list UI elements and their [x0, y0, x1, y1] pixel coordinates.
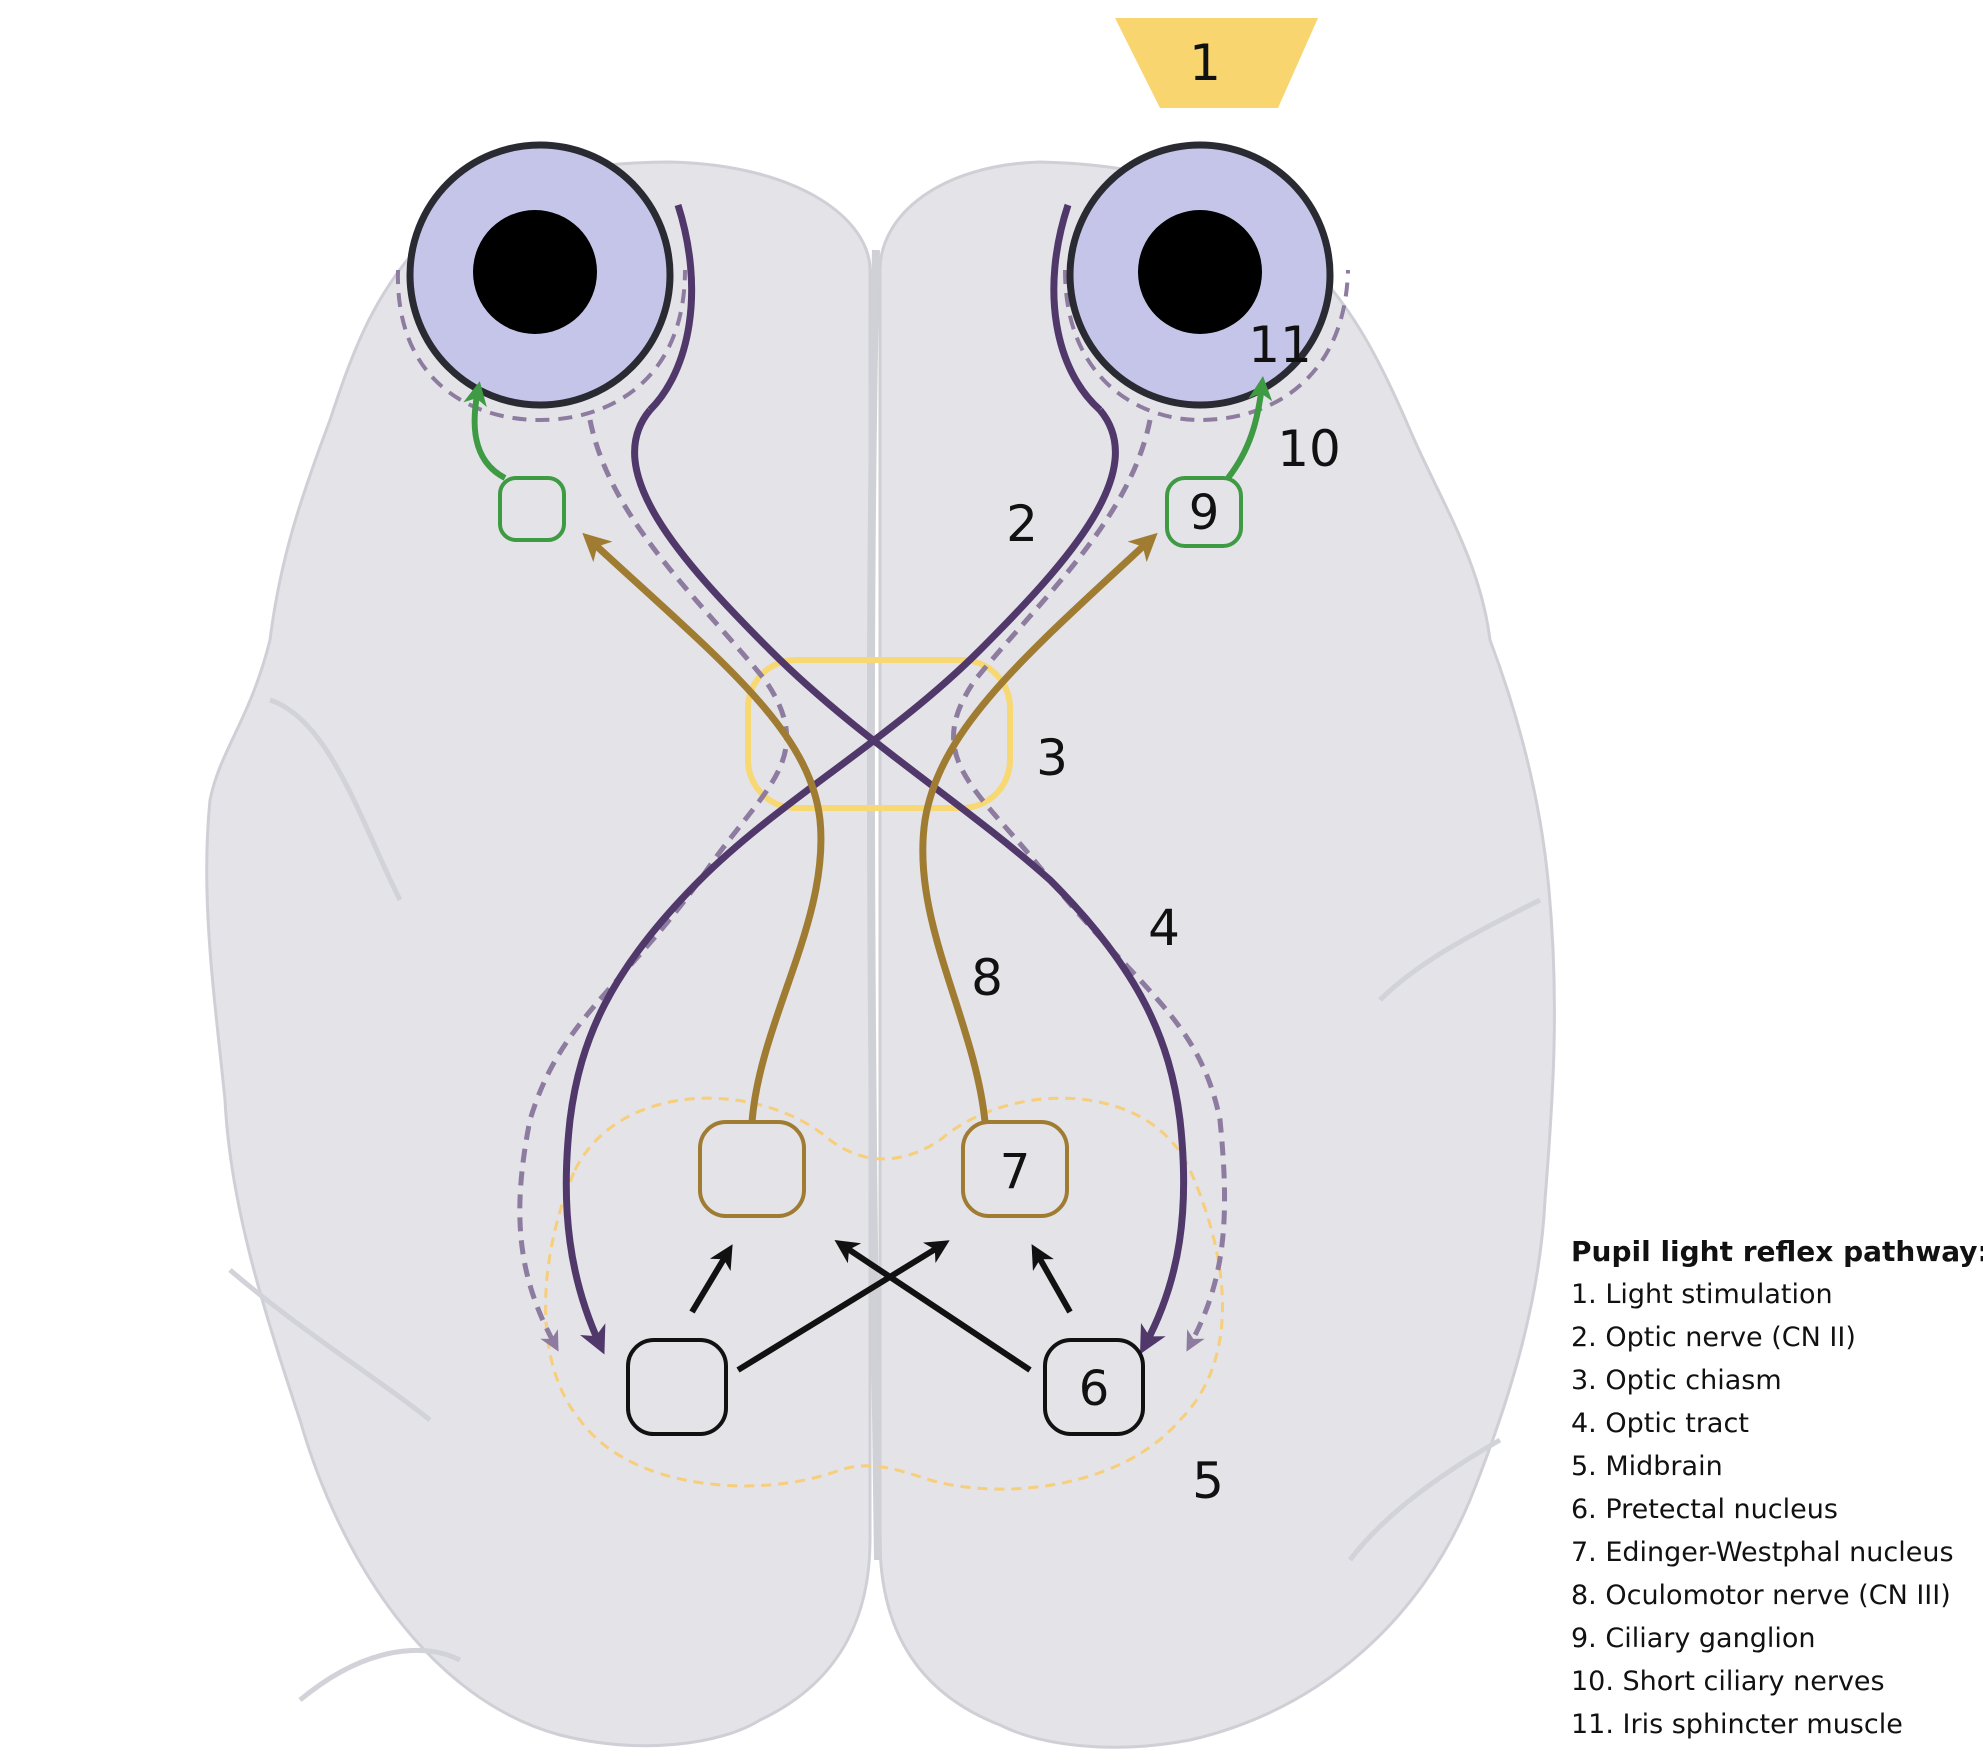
right-pretectal-box — [1043, 1338, 1145, 1436]
legend-item: 4. Optic tract — [1571, 1408, 1749, 1439]
left-eye-dashed-arc — [395, 269, 687, 423]
oculomotor-nerves — [582, 532, 1158, 1123]
legend-item: 10. Short ciliary nerves — [1571, 1666, 1885, 1697]
legend-item: 9. Ciliary ganglion — [1571, 1623, 1816, 1654]
left-pretectal-box — [626, 1338, 728, 1436]
label-oculomotor-nerve: 8 — [971, 949, 1003, 1007]
left-eye-nerve-arc — [647, 203, 696, 413]
right-pretectal-to-left-ew-arrow — [834, 1240, 1032, 1373]
label-iris-sphincter: 11 — [1248, 316, 1312, 374]
label-short-ciliary-nerves: 10 — [1277, 420, 1341, 478]
label-optic-chiasm: 3 — [1036, 729, 1068, 787]
interneuron-arrows — [689, 1240, 1073, 1373]
legend-item: 3. Optic chiasm — [1571, 1365, 1782, 1396]
label-optic-nerve: 2 — [1006, 495, 1038, 553]
left-edinger-westphal-box — [698, 1120, 806, 1218]
light-stimulus-marker: 1 — [1115, 18, 1318, 108]
label-midbrain: 5 — [1192, 1452, 1224, 1510]
right-gyrus-line — [1348, 897, 1542, 1562]
right-eye-nerve-arc — [1050, 203, 1103, 413]
midbrain-outline — [544, 1096, 1224, 1491]
right-pretectal-to-right-ew-arrow — [1031, 1244, 1073, 1314]
left-pretectal-to-right-ew-arrow — [736, 1240, 950, 1373]
brain — [205, 160, 1556, 1749]
label-optic-tract: 4 — [1148, 899, 1180, 957]
label-ciliary-ganglion: 9 — [1189, 485, 1220, 541]
left-oculomotor-nerve — [582, 532, 825, 1123]
right-eye — [1050, 141, 1350, 423]
label-light: 1 — [1189, 34, 1221, 92]
light-trapezoid — [1115, 18, 1318, 108]
left-eye — [395, 141, 696, 423]
optic-chiasm-box — [745, 657, 1013, 811]
right-eye-dashed-arc — [1063, 269, 1350, 423]
right-pupil — [1138, 210, 1262, 334]
left-pupil — [473, 210, 597, 334]
pretectal-nuclei: 6 — [626, 1338, 1145, 1436]
left-gyrus-line — [228, 697, 462, 1702]
legend-title: Pupil light reflex pathway: — [1571, 1235, 1983, 1268]
right-short-ciliary-nerve — [1225, 376, 1273, 480]
right-oculomotor-nerve — [919, 532, 1158, 1123]
legend-list: 1. Light stimulation 2. Optic nerve (CN … — [1571, 1273, 1976, 1746]
left-short-ciliary-nerve — [463, 381, 507, 481]
label-pretectal-nucleus: 6 — [1079, 1361, 1110, 1417]
left-hemisphere — [205, 160, 872, 1748]
label-edinger-westphal: 7 — [1000, 1144, 1031, 1200]
legend-item: 6. Pretectal nucleus — [1571, 1494, 1838, 1525]
edinger-westphal-nuclei: 7 — [698, 1120, 1069, 1218]
left-pretectal-to-left-ew-arrow — [689, 1244, 733, 1314]
left-eye-optic-fiber — [631, 407, 1188, 1355]
legend: Pupil light reflex pathway: 1. Light sti… — [1571, 1230, 1983, 1746]
legend-item: 1. Light stimulation — [1571, 1279, 1833, 1310]
right-eye-optic-fiber — [562, 407, 1119, 1355]
right-edinger-westphal-box — [961, 1120, 1069, 1218]
legend-item: 2. Optic nerve (CN II) — [1571, 1322, 1856, 1353]
left-ciliary-ganglion-box — [498, 476, 566, 542]
ciliary-pathway: 9 — [463, 376, 1273, 548]
legend-item: 5. Midbrain — [1571, 1451, 1723, 1482]
legend-item: 8. Oculomotor nerve (CN III) — [1571, 1580, 1951, 1611]
right-ciliary-ganglion-box — [1165, 476, 1243, 548]
longitudinal-fissure — [866, 249, 882, 1561]
optic-nerve-fibers — [562, 407, 1188, 1355]
legend-item: 11. Iris sphincter muscle — [1571, 1709, 1903, 1740]
legend-item: 7. Edinger-Westphal nucleus — [1571, 1537, 1954, 1568]
